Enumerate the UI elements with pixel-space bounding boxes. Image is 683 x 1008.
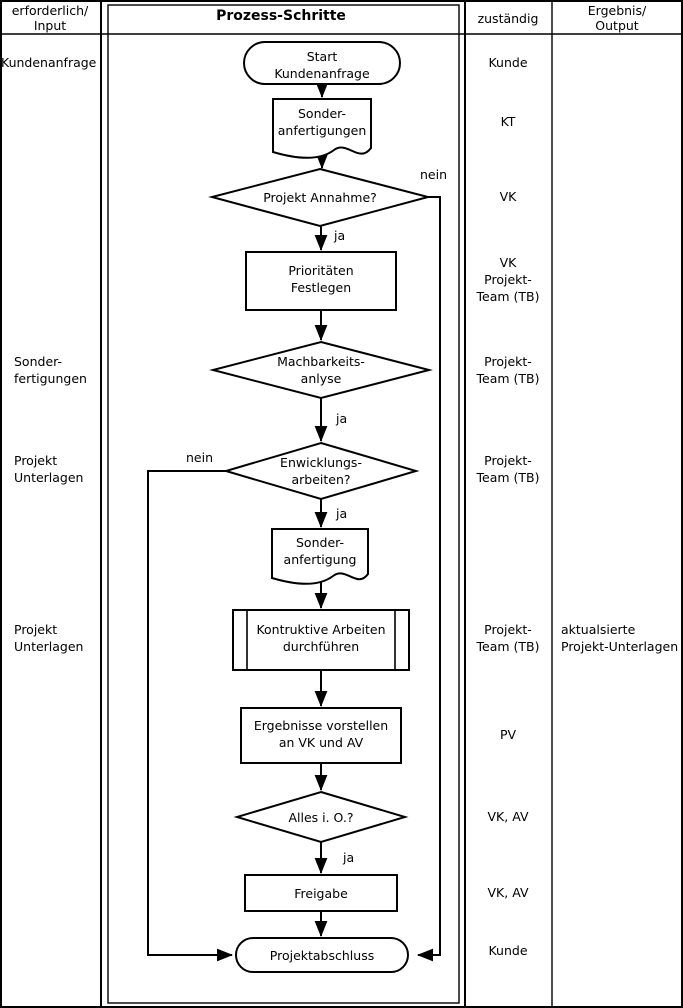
node-sonderanfertigung[interactable]: Sonder- anfertigung (271, 528, 369, 585)
node-konstruktiv-line1: Kontruktive Arbeiten (256, 622, 385, 637)
node-prioritaeten-festlegen[interactable]: Prioritäten Festlegen (245, 251, 397, 311)
node-prioritaeten-line2: Festlegen (291, 280, 351, 295)
node-freigabe[interactable]: Freigabe (244, 874, 398, 912)
input-header-line1: erforderlich/ (12, 3, 89, 18)
node-start-kundenanfrage[interactable]: Start Kundenanfrage (243, 41, 401, 85)
terminator-shape (243, 41, 401, 85)
node-ergebnisse-line1: Ergebnisse vorstellen (254, 718, 388, 733)
node-entwicklungsarbeiten[interactable]: Enwicklungs- arbeiten? (222, 441, 420, 501)
input-kundenanfrage: Kundenanfrage (1, 55, 97, 70)
process-shape (245, 251, 397, 311)
label-nein-entwicklung: nein (186, 450, 213, 465)
label-ja-annahme: ja (333, 228, 345, 243)
node-konstruktiv-line2: durchführen (283, 639, 359, 654)
input-projekt-unterlagen-2-line2: Unterlagen (14, 639, 83, 654)
node-entwicklung-line2: arbeiten? (291, 472, 350, 487)
resp-vk-projektteam-line1: VK (500, 255, 518, 270)
document-shape (272, 98, 372, 159)
responsible-column: Kunde KT VK VK Projekt- Team (TB) Projek… (476, 55, 540, 958)
output-header-line1: Ergebnis/ (588, 3, 647, 18)
node-sonderanfertigungen-line1: Sonder- (298, 106, 346, 121)
node-start-line1: Start (307, 49, 338, 64)
label-ja-alles: ja (342, 850, 354, 865)
node-start-line2: Kundenanfrage (274, 66, 370, 81)
node-projekt-annahme-label: Projekt Annahme? (263, 190, 377, 205)
output-column: aktualsierte Projekt-Unterlagen (561, 622, 678, 654)
output-aktualsierte-line1: aktualsierte (561, 622, 636, 637)
input-projekt-unterlagen-1-line1: Projekt (14, 453, 57, 468)
input-column: Kundenanfrage Sonder- fertigungen Projek… (1, 55, 97, 654)
resp-projektteam-entwicklung-line1: Projekt- (484, 453, 532, 468)
node-ergebnisse-vorstellen[interactable]: Ergebnisse vorstellen an VK und AV (240, 707, 402, 764)
decision-shape (222, 441, 420, 501)
resp-projektteam-entwicklung-line2: Team (TB) (476, 470, 540, 485)
resp-vk-projektteam-line2: Projekt- (484, 272, 532, 287)
decision-shape (209, 340, 433, 400)
resp-kunde-abschluss: Kunde (488, 943, 527, 958)
label-nein-annahme: nein (420, 167, 447, 182)
node-sonderanfertigungen[interactable]: Sonder- anfertigungen (272, 98, 372, 159)
resp-projektteam-konstruktiv-line2: Team (TB) (476, 639, 540, 654)
predefined-process-shape (232, 609, 410, 671)
node-alles-io[interactable]: Alles i. O.? (233, 790, 409, 844)
resp-vk-annahme: VK (500, 189, 518, 204)
input-projekt-unterlagen-2-line1: Projekt (14, 622, 57, 637)
input-header-line2: Input (34, 18, 66, 33)
decision-shape (233, 790, 409, 844)
process-shape (244, 874, 398, 912)
node-sonderanfertigung-line2: anfertigung (284, 552, 357, 567)
edge-labels: nein ja ja nein ja ja (186, 167, 447, 865)
process-header: Prozess-Schritte (216, 8, 346, 24)
resp-projektteam-konstruktiv-line1: Projekt- (484, 622, 532, 637)
process-shape (240, 707, 402, 764)
connectors (147, 82, 441, 962)
node-sonderanfertigung-line1: Sonder- (296, 535, 344, 550)
node-konstruktive-arbeiten[interactable]: Kontruktive Arbeiten durchführen (232, 609, 410, 671)
node-projektabschluss[interactable]: Projektabschluss (235, 937, 409, 973)
label-ja-entwicklung: ja (335, 506, 347, 521)
input-sonderfertigungen-line2: fertigungen (14, 371, 87, 386)
node-machbarkeitsanlyse[interactable]: Machbarkeits- anlyse (209, 340, 433, 400)
input-projekt-unterlagen-1-line2: Unterlagen (14, 470, 83, 485)
node-sonderanfertigungen-line2: anfertigungen (278, 123, 367, 138)
responsible-header: zuständig (478, 11, 539, 26)
resp-pv: PV (500, 727, 517, 742)
resp-vk-av-freigabe: VK, AV (488, 885, 529, 900)
label-ja-machbarkeit: ja (335, 411, 347, 426)
output-aktualsierte-line2: Projekt-Unterlagen (561, 639, 678, 654)
output-header-line2: Output (595, 18, 639, 33)
node-ergebnisse-line2: an VK und AV (279, 735, 364, 750)
resp-kunde-start: Kunde (488, 55, 527, 70)
resp-kt: KT (501, 114, 516, 129)
edge-annahme-nein-to-projektabschluss (417, 196, 441, 962)
node-machbarkeit-line2: anlyse (301, 371, 342, 386)
resp-projektteam-machbarkeit-line1: Projekt- (484, 354, 532, 369)
header-row: erforderlich/ Input Prozess-Schritte zus… (12, 3, 647, 33)
terminator-shape (235, 937, 409, 973)
node-alles-io-label: Alles i. O.? (288, 810, 353, 825)
node-freigabe-label: Freigabe (294, 886, 348, 901)
node-prioritaeten-line1: Prioritäten (288, 263, 353, 278)
resp-projektteam-machbarkeit-line2: Team (TB) (476, 371, 540, 386)
node-entwicklung-line1: Enwicklungs- (280, 455, 362, 470)
document-shape (271, 528, 369, 585)
resp-vk-av-alles: VK, AV (488, 809, 529, 824)
edge-entwicklung-nein-to-projektabschluss (147, 470, 233, 962)
node-projekt-annahme[interactable]: Projekt Annahme? (208, 167, 432, 228)
decision-shape (208, 167, 432, 228)
node-machbarkeit-line1: Machbarkeits- (277, 354, 365, 369)
node-projektabschluss-label: Projektabschluss (270, 948, 374, 963)
input-sonderfertigungen-line1: Sonder- (14, 354, 62, 369)
resp-vk-projektteam-line3: Team (TB) (476, 289, 540, 304)
